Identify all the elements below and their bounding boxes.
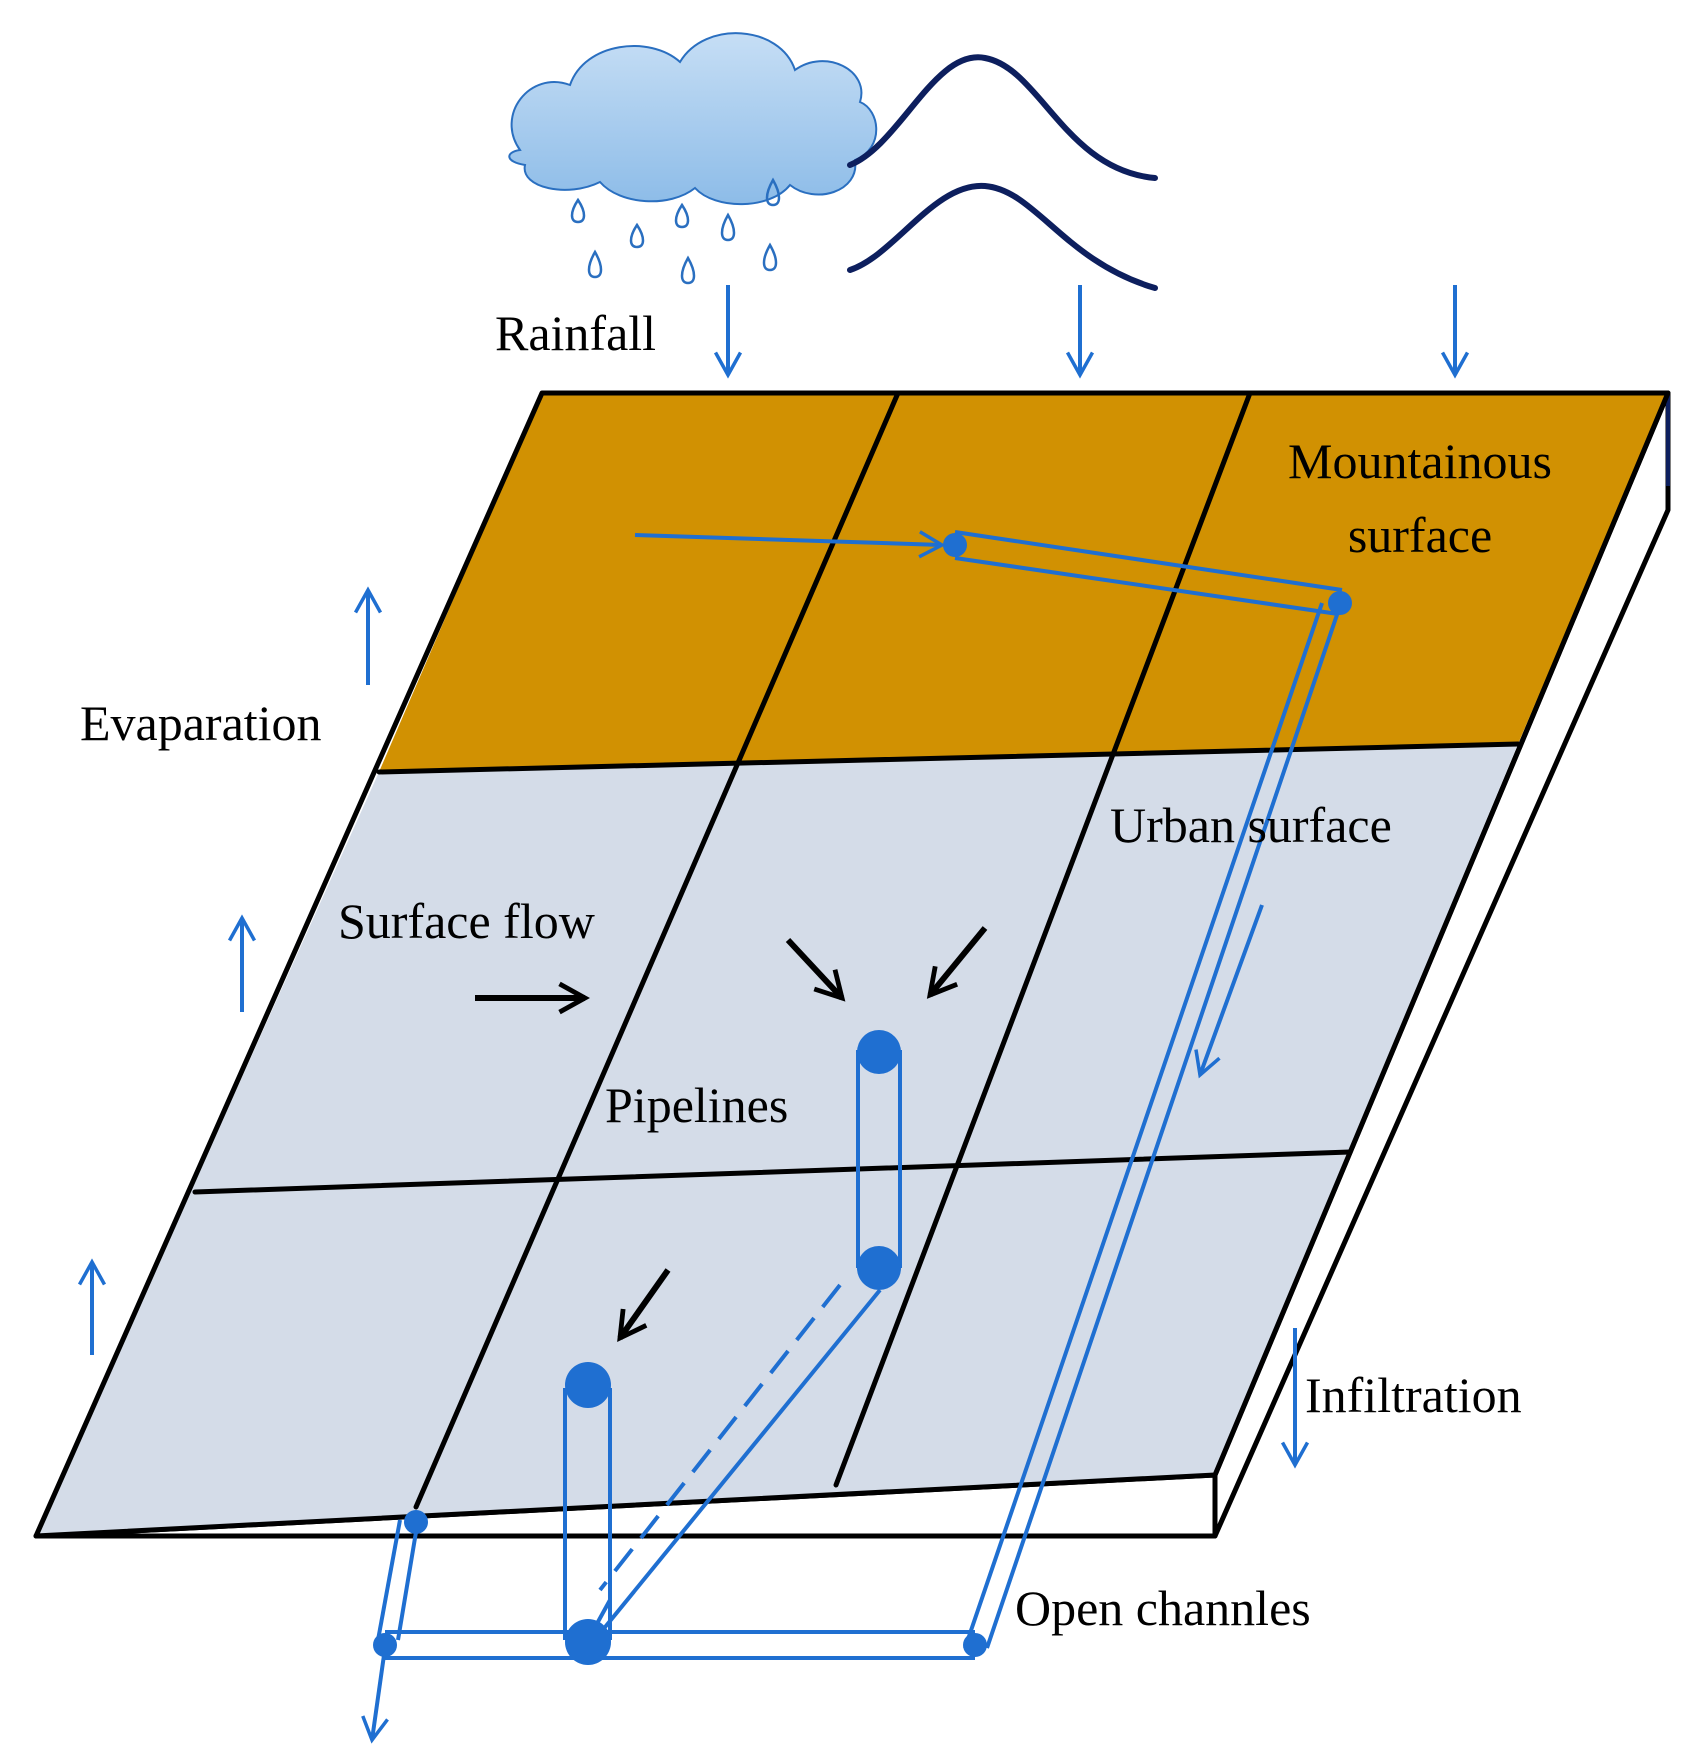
mountainous-surface-region xyxy=(379,393,1668,772)
urban-surface-label: Urban surface xyxy=(1110,797,1392,853)
pipeline-node xyxy=(857,1030,901,1074)
rain-cloud-icon xyxy=(508,32,878,285)
surface-flow-arrow xyxy=(617,1268,671,1343)
open-channels-label: Open channles xyxy=(1015,1580,1311,1636)
mountainous-label-line2: surface xyxy=(1348,507,1492,563)
pipeline-node xyxy=(565,1362,611,1408)
labels: Rainfall Mountainous surface Evaparation… xyxy=(80,305,1552,1636)
rainfall-arrows xyxy=(713,285,1470,379)
evaporation-arrows xyxy=(77,586,383,1355)
pipeline-network xyxy=(563,1050,902,1650)
channel-node xyxy=(1328,591,1352,615)
surface-flow-arrow xyxy=(926,926,988,999)
grid-lines xyxy=(33,390,1671,1539)
surface-flow-arrows xyxy=(475,926,988,1343)
pipelines-label: Pipelines xyxy=(605,1077,788,1133)
pipeline-node xyxy=(857,1246,901,1290)
channel-node xyxy=(404,1510,428,1534)
mountainous-label-line1: Mountainous xyxy=(1288,433,1552,489)
channel-node xyxy=(963,1633,987,1657)
pipeline-node xyxy=(565,1619,611,1665)
channel-node xyxy=(373,1633,397,1657)
open-channel-network xyxy=(361,530,1344,1744)
surface-flow-arrow xyxy=(785,937,846,1002)
evaporation-label: Evaparation xyxy=(80,695,322,751)
channel-node xyxy=(943,533,967,557)
hydrograph-curve-icon xyxy=(847,54,1158,291)
urban-surface-region xyxy=(36,744,1518,1536)
network-nodes xyxy=(373,533,1352,1665)
surface-flow-label: Surface flow xyxy=(338,893,595,949)
rainfall-label: Rainfall xyxy=(495,305,656,361)
infiltration-label: Infiltration xyxy=(1305,1367,1522,1423)
